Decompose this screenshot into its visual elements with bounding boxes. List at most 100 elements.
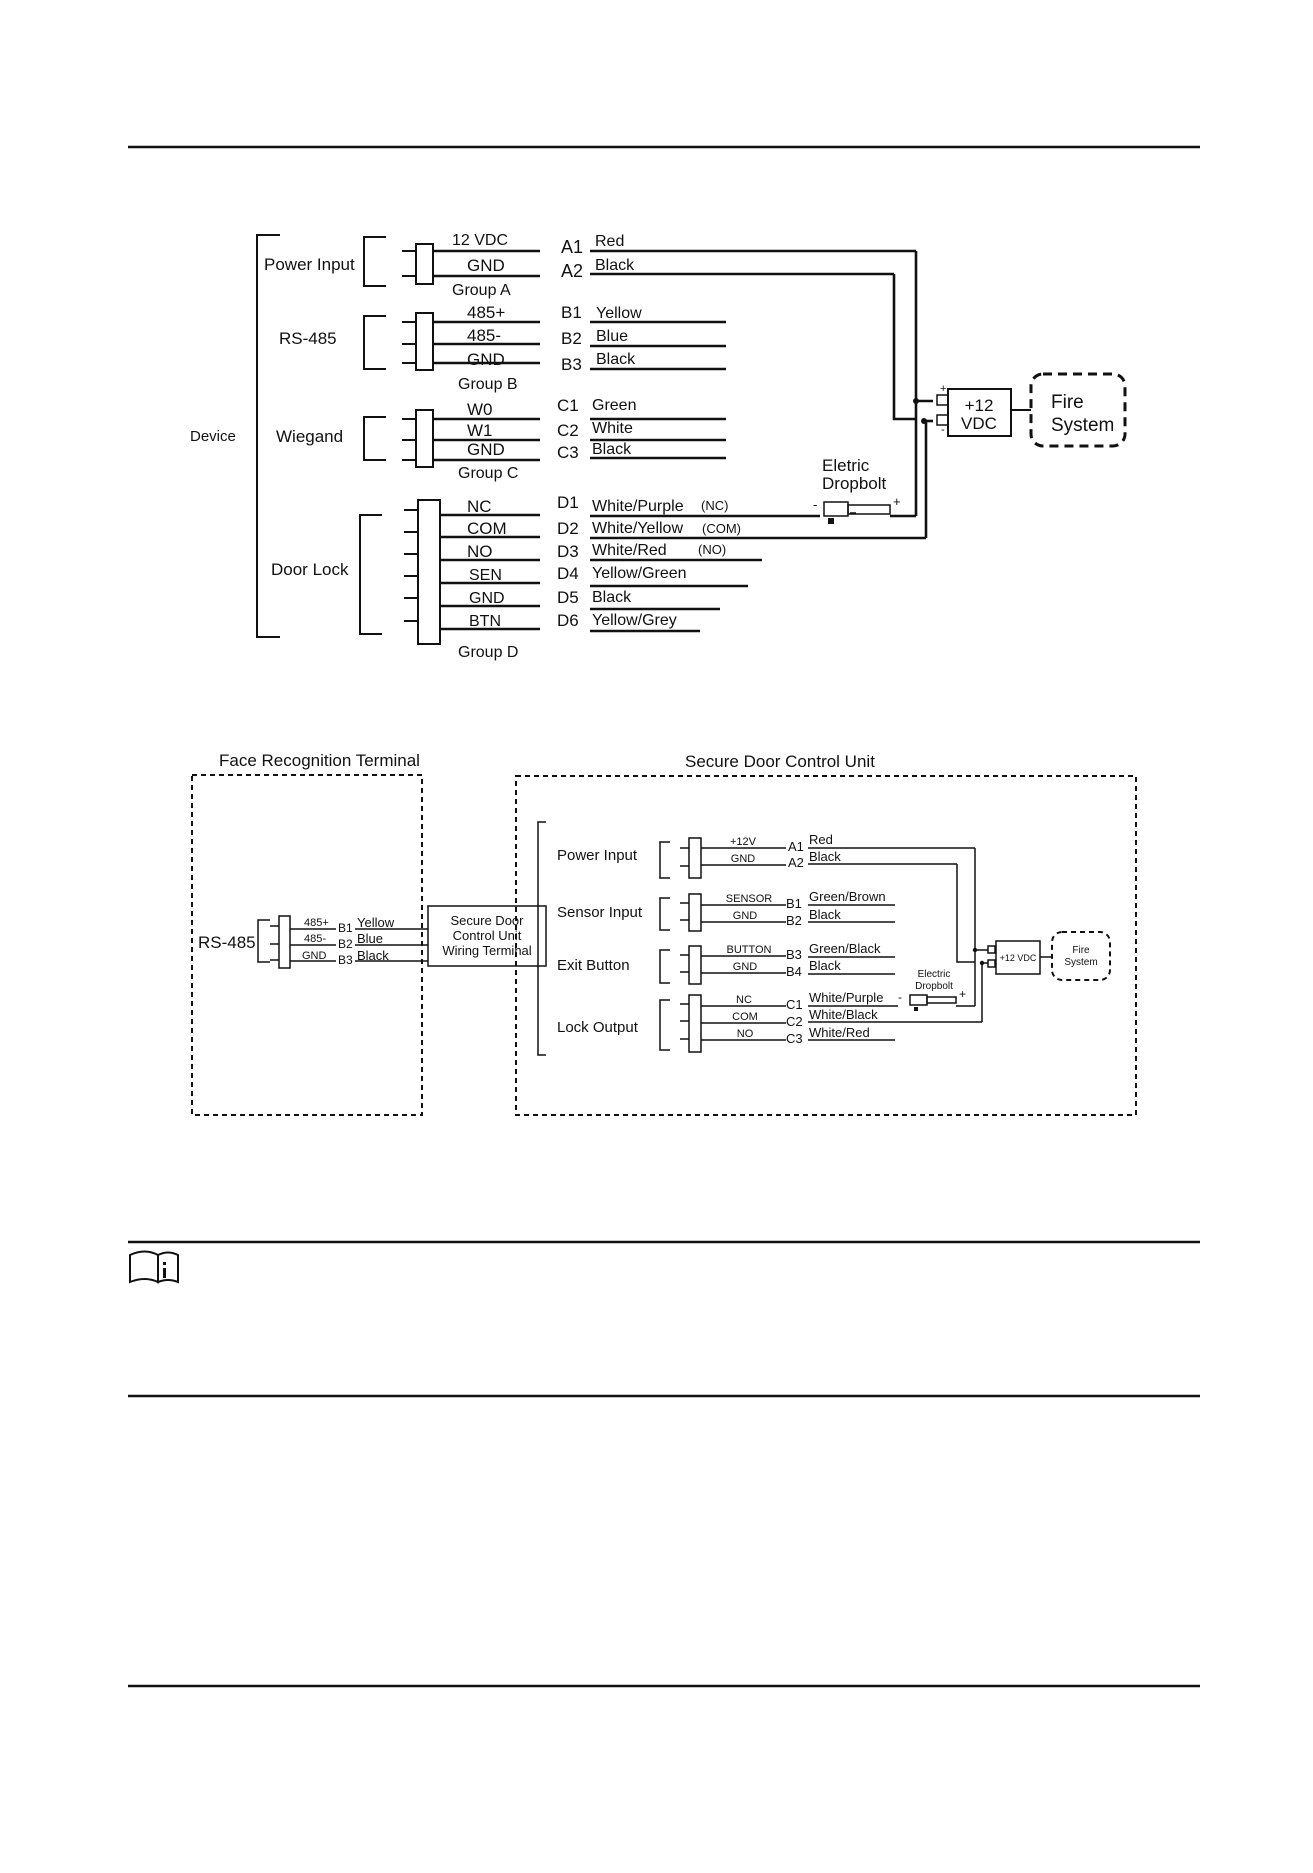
sdcu-row-pin: C3 [786,1031,803,1046]
wiring-terminal-label: Control Unit [453,928,522,943]
wire-note: (NC) [701,498,728,513]
sdcu-pins [680,847,689,1040]
sdcu-row-color: Green/Black [809,941,881,956]
pin-id: D6 [557,611,579,630]
sdcu-row-pin: C1 [786,997,803,1012]
fire-system-box [1029,372,1127,448]
rs485-pins-2 [270,925,428,962]
pin-id: C2 [557,421,579,440]
terminal-name: 12 VDC [452,232,508,249]
fire-system-box-2 [1051,931,1111,981]
wire-color: White/Purple [592,498,684,515]
terminal-name: 485- [467,326,501,345]
group-d-label: Group D [458,644,518,661]
wire-color: Yellow/Grey [592,612,677,629]
wire-color: White/Yellow [592,520,683,537]
info-note-icon [129,1250,179,1284]
wiegand-label: Wiegand [276,427,343,446]
connector-button-2 [688,945,702,985]
rs485-pin: B2 [338,937,353,951]
dropbolt-label-2: Electric [918,969,951,980]
sdcu-row-pin: B4 [786,964,802,979]
sdcu-row-name: +12V [730,836,757,848]
wiegand-bracket [363,416,386,461]
rs485-pin: B1 [338,921,353,935]
wire-color: Green [592,397,636,414]
terminal-name: W0 [467,400,493,419]
wire-color: Black [592,589,632,606]
rs485-name: GND [302,950,327,962]
sdcu-row-name: GND [731,853,756,865]
wiring-terminal-label: Wiring Terminal [442,943,531,958]
electric-dropbolt-icon [823,501,891,524]
dropbolt-label: Dropbolt [822,474,887,493]
connector-group-b [415,312,434,371]
wire-color: Black [596,351,636,368]
pin-id: C3 [557,443,579,462]
wire-color: White/Red [592,542,667,559]
pin-id: D4 [557,564,579,583]
sdcu-box [515,775,1137,1116]
connector-group-a [415,243,434,285]
dropbolt-minus: - [813,497,817,512]
psu-terminal-minus-2 [987,959,996,968]
junction-dot [921,418,927,424]
rs485-bracket-2 [257,919,270,963]
sdcu-row-color: Black [809,907,841,922]
junction-dot [972,947,978,953]
sdcu-row-pin: A1 [788,839,804,854]
psu-terminal-plus [936,394,949,406]
connector-group-c [415,409,434,468]
terminal-name: GND [467,256,505,275]
sdcu-row-color: Green/Brown [809,889,886,904]
rs485-color: Blue [357,931,383,946]
terminal-name: SEN [469,567,502,584]
sdcu-bracket [537,821,546,1056]
secure-door-control-diagram: Face Recognition Terminal Secure Door Co… [191,751,1137,1116]
device-wiring-diagram: Device Power Input RS-485 Wiegand Door L… [190,232,1127,661]
fire-system-label: System [1051,415,1114,436]
wire-color: Yellow [596,305,642,322]
pin-id: D2 [557,519,579,538]
wire-color: Black [595,257,635,274]
rs485-bracket [363,315,386,370]
rs485-pin: B3 [338,953,353,967]
terminal-name: W1 [467,421,493,440]
sdcu-row-color: White/Purple [809,990,883,1005]
sdcu-row-name: SENSOR [726,893,773,905]
sdcu-row-name: NC [736,994,752,1006]
sdcu-row-color: White/Red [809,1025,870,1040]
terminal-name: BTN [469,613,501,630]
pin-id: A1 [561,237,583,257]
sdcu-title: Secure Door Control Unit [685,752,875,771]
rs485-label: RS-485 [279,329,337,348]
power-input-bracket [363,236,386,287]
sdcu-row-color: Black [809,958,841,973]
wire-color: Red [595,233,624,250]
exit-button-label: Exit Button [557,957,630,974]
psu-minus-sign: - [941,424,945,436]
sdcu-row-pin: A2 [788,855,804,870]
group-b-label: Group B [458,376,518,393]
wire-color: Yellow/Green [592,565,687,582]
rs485-name: 485+ [304,917,329,929]
rs485-color: Black [357,948,389,963]
psu-plus-sign: + [940,383,946,395]
sdcu-terminal-lines [701,847,786,1041]
wire-note: (NO) [698,542,726,557]
psu-terminal-plus-2 [987,945,996,954]
terminal-name: GND [469,590,505,607]
wire-color: Blue [596,328,628,345]
sdcu-wire-lines [808,847,982,1041]
psu-label: +12 [965,396,994,415]
pin-id: A2 [561,261,583,281]
sdcu-row-name: GND [733,910,758,922]
power-input-label-2: Power Input [557,847,638,864]
terminal-lines [433,249,540,631]
device-label: Device [190,428,236,445]
rs485-name: 485- [304,933,326,945]
pin-id: D3 [557,542,579,561]
rs485-connector-2 [278,915,291,969]
dropbolt-label-2: Dropbolt [915,981,953,992]
sensor-input-label: Sensor Input [557,904,643,921]
